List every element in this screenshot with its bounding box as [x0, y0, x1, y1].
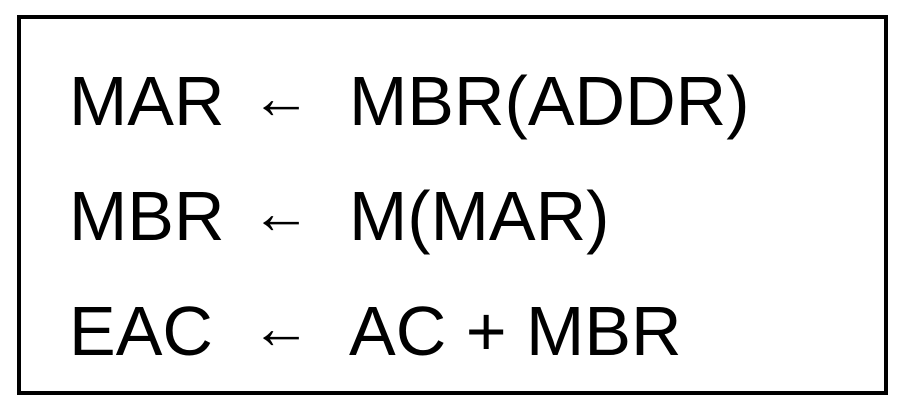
transfer-arrow-icon: ←	[251, 179, 311, 246]
source-expression: M(MAR)	[349, 177, 610, 255]
statement-2: MBR ← M(MAR)	[69, 166, 609, 266]
source-expression: AC + MBR	[349, 292, 682, 370]
destination-register: EAC	[69, 292, 213, 370]
source-expression: MBR(ADDR)	[349, 62, 750, 140]
statement-3: EAC ← AC + MBR	[69, 281, 682, 381]
register-transfer-box: MAR ← MBR(ADDR) MBR ← M(MAR) EAC ← AC + …	[17, 15, 888, 395]
transfer-arrow-icon: ←	[251, 294, 311, 361]
destination-register: MBR	[69, 177, 225, 255]
transfer-arrow-icon: ←	[251, 64, 311, 131]
statement-1: MAR ← MBR(ADDR)	[69, 51, 750, 151]
destination-register: MAR	[69, 62, 225, 140]
